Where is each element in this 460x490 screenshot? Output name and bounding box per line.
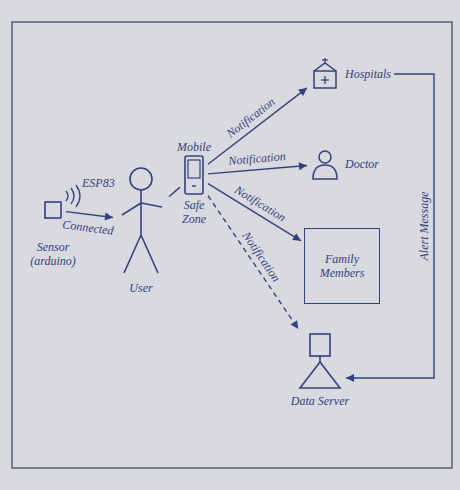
node-label: Sensor (arduino): [21, 240, 85, 268]
node-label: Data Server: [291, 394, 349, 408]
stick-figure: [116, 165, 166, 277]
node-label: Safe Zone: [171, 198, 217, 226]
server-node: Data Server: [282, 332, 358, 408]
arrow-head: [292, 233, 301, 241]
edge-label: Connected: [59, 219, 116, 239]
hospital-symbol: [310, 58, 340, 90]
doctor-symbol: [310, 148, 340, 180]
node-label: Mobile: [177, 140, 211, 154]
node-label: Doctor: [345, 157, 379, 171]
hospital-node: Hospitals: [310, 58, 391, 90]
connector-line: [208, 166, 307, 174]
sensor-node: Sensor (arduino): [21, 200, 85, 268]
signal-wave: [71, 188, 74, 204]
arrow-head: [291, 320, 299, 329]
signal-wave: [76, 185, 80, 207]
signal-wave: [66, 191, 68, 201]
mobile-node: Mobile Safe Zone: [171, 140, 217, 226]
arrow-head: [346, 374, 354, 382]
arrow-head: [299, 162, 307, 170]
arrow-head: [298, 88, 307, 96]
connector: [169, 187, 180, 197]
connector-line: [346, 74, 434, 378]
node-label: User: [129, 281, 152, 295]
user-node: User: [115, 165, 167, 295]
page-frame: [12, 22, 452, 468]
server-symbol: [297, 332, 343, 390]
edge-label: Notification: [230, 182, 289, 225]
family-box: Family Members: [304, 228, 380, 304]
phone-symbol: [183, 154, 205, 196]
edge-label: Notification: [225, 150, 287, 168]
arrow-head: [105, 213, 113, 221]
edge-label: Notification: [239, 228, 284, 286]
signal-label: ESP83: [82, 176, 115, 190]
edge-label: Alert Message: [418, 190, 431, 263]
edge-label: Notification: [223, 94, 280, 142]
node-label: Hospitals: [345, 67, 391, 81]
doctor-node: Doctor: [310, 148, 379, 180]
sensor-symbol: [43, 200, 63, 220]
connector-line: [169, 187, 180, 197]
node-label: Family Members: [309, 252, 375, 280]
